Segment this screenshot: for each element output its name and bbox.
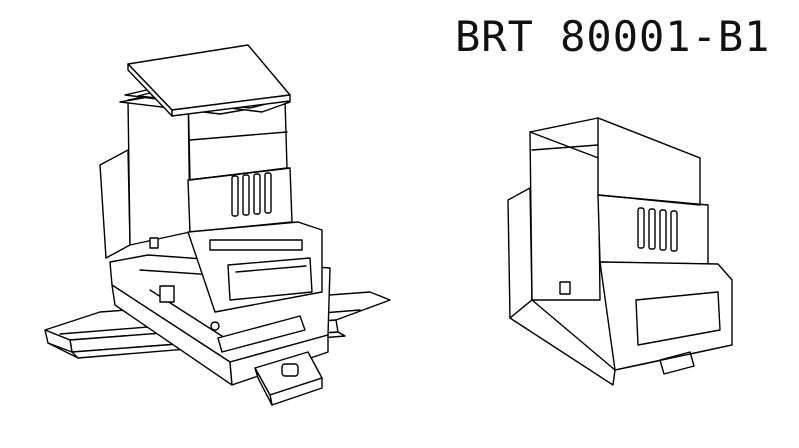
front-ridge: [210, 240, 302, 250]
model-label: BRT 80001-B1: [455, 12, 771, 61]
exploded-enclosure-drawing: [45, 45, 390, 405]
top-lid: [128, 45, 290, 116]
main-body: [100, 88, 322, 312]
front-window: [228, 258, 312, 300]
body-latch: [150, 238, 158, 248]
assembled-latch: [560, 282, 570, 294]
vent-slots: [232, 173, 271, 216]
assembled-vent-slots: [638, 208, 677, 251]
base-screw-hole: [211, 322, 219, 330]
base-latch: [160, 286, 174, 302]
assembled-clip: [660, 352, 694, 374]
assembled-enclosure-drawing: [508, 118, 732, 385]
assembled-front-window: [636, 292, 720, 345]
release-clip: [255, 352, 322, 405]
